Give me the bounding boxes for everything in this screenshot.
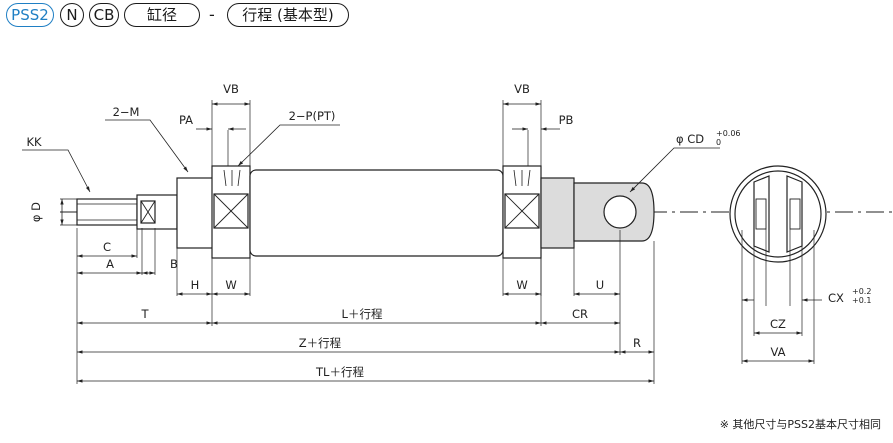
label-cx-sub: +0.1 [852, 296, 871, 305]
head-port-marks [513, 169, 531, 187]
dimension-labels: VB VB 2−M PA 2−P(PT) PB KK φ D φ CD +0.0… [26, 82, 871, 379]
label-b: B [170, 257, 178, 271]
label-2p: 2−P(PT) [289, 109, 336, 123]
model-code-header: PSS2 N CB 缸径 - 行程 (基本型) [0, 0, 893, 34]
clevis-base [540, 177, 575, 249]
end-view [729, 165, 827, 263]
label-t: T [140, 307, 149, 321]
label-cr: CR [572, 307, 588, 321]
code-series: PSS2 [11, 5, 49, 24]
label-cd: φ CD [676, 132, 704, 146]
label-cx: CX [828, 291, 844, 305]
label-pb: PB [559, 113, 574, 127]
label-cd-sup: +0.06 [716, 129, 741, 138]
cylinder-barrel [249, 169, 504, 257]
rod-end-nut [176, 177, 214, 249]
label-cd-sub: 0 [716, 138, 721, 147]
label-z-stroke: Z＋行程 [299, 336, 342, 350]
label-l-stroke: L＋行程 [342, 307, 383, 321]
leader-2p [237, 124, 340, 167]
clevis-pin-hole [603, 195, 637, 229]
label-d: φ D [29, 202, 43, 222]
code-bore: 缸径 [146, 5, 177, 24]
label-a: A [106, 257, 114, 271]
code-n-pill: N [60, 3, 84, 27]
leader-cd [629, 147, 720, 193]
code-n: N [66, 5, 78, 24]
label-cx-sup: +0.2 [852, 287, 871, 296]
label-pa: PA [179, 113, 193, 127]
label-r: R [633, 336, 641, 350]
label-vb-left: VB [223, 82, 239, 96]
label-vb-right: VB [514, 82, 530, 96]
leader-kk [22, 149, 91, 193]
label-tl-stroke: TL＋行程 [315, 365, 364, 379]
footnote: ※ 其他尺寸与PSS2基本尺寸相同 [719, 418, 881, 431]
label-2m: 2−M [113, 105, 140, 119]
code-stroke: 行程 (基本型) [242, 5, 334, 24]
thread-lines [77, 203, 137, 221]
label-u: U [596, 278, 604, 292]
code-bore-pill: 缸径 [124, 3, 200, 27]
label-kk: KK [26, 135, 42, 149]
code-stroke-pill: 行程 (基本型) [227, 3, 349, 27]
label-w-right: W [516, 278, 527, 292]
code-cb-pill: CB [89, 3, 119, 27]
code-cb: CB [93, 5, 115, 24]
extension-lines [60, 100, 815, 384]
leader-2m [105, 119, 189, 173]
label-cz: CZ [770, 317, 786, 331]
rod-port-marks [223, 169, 241, 187]
label-h: H [191, 278, 200, 292]
code-separator: - [209, 5, 215, 24]
label-c: C [103, 240, 111, 254]
label-w-left: W [225, 278, 236, 292]
rod-thread [76, 198, 138, 226]
label-va: VA [771, 345, 786, 359]
code-series-pill: PSS2 [6, 3, 54, 27]
